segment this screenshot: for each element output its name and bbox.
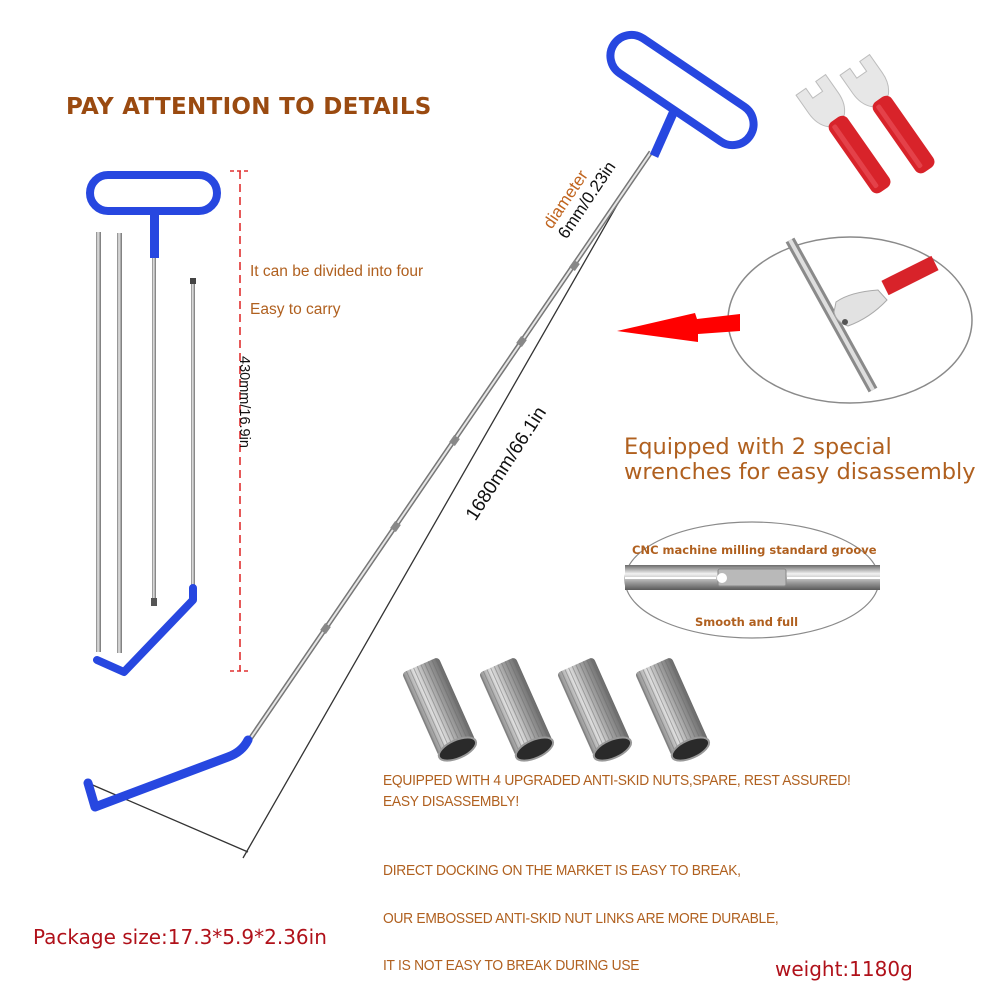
assembled-rod: [83, 30, 758, 859]
nuts-feature-line1: EQUIPPED WITH 4 UPGRADED ANTI-SKID NUTS,…: [383, 772, 851, 789]
nuts-feature-line4: OUR EMBOSSED ANTI-SKID NUT LINKS ARE MOR…: [383, 910, 779, 927]
nuts-feature-line5: IT IS NOT EASY TO BREAK DURING USE: [383, 957, 640, 974]
pointer-arrow-icon: [617, 313, 740, 342]
package-size: Package size:17.3*5.9*2.36in: [33, 925, 327, 949]
nut-icon-2: [480, 658, 555, 762]
wrench-pair-icon: [795, 53, 935, 194]
portability-note: Easy to carry: [250, 301, 341, 318]
anti-skid-nuts: [403, 658, 711, 762]
weight-spec: weight:1180g: [775, 957, 913, 981]
rod-segment-2: [117, 233, 122, 653]
nut-icon-1: [403, 658, 478, 762]
segment-length-label: 430mm/16.9in: [236, 356, 252, 448]
wrench-detail-callout: [727, 236, 973, 404]
nut-icon-3: [558, 658, 633, 762]
groove-top-label: CNC machine milling standard groove: [632, 543, 877, 557]
t-handle-large-icon: [606, 30, 758, 158]
rod-segment-1: [96, 232, 101, 652]
page-title: PAY ATTENTION TO DETAILS: [66, 94, 432, 120]
nuts-feature-line2: EASY DISASSEMBLY!: [383, 793, 519, 810]
divisible-note: It can be divided into four: [250, 263, 424, 280]
hook-rod-segment: [93, 278, 197, 676]
t-handle-small-icon: [86, 171, 221, 606]
wrench-description-line2: wrenches for easy disassembly: [624, 459, 976, 485]
wrench-description-line1: Equipped with 2 special: [624, 434, 892, 460]
nuts-feature-line3: DIRECT DOCKING ON THE MARKET IS EASY TO …: [383, 862, 741, 879]
wrench-description: Equipped with 2 special wrenches for eas…: [624, 435, 976, 485]
disassembled-rod-parts: [86, 171, 221, 676]
dimension-line-430mm: [230, 170, 250, 672]
groove-detail-callout: [624, 521, 880, 639]
groove-bottom-label: Smooth and full: [695, 615, 799, 629]
nut-icon-4: [636, 658, 711, 762]
